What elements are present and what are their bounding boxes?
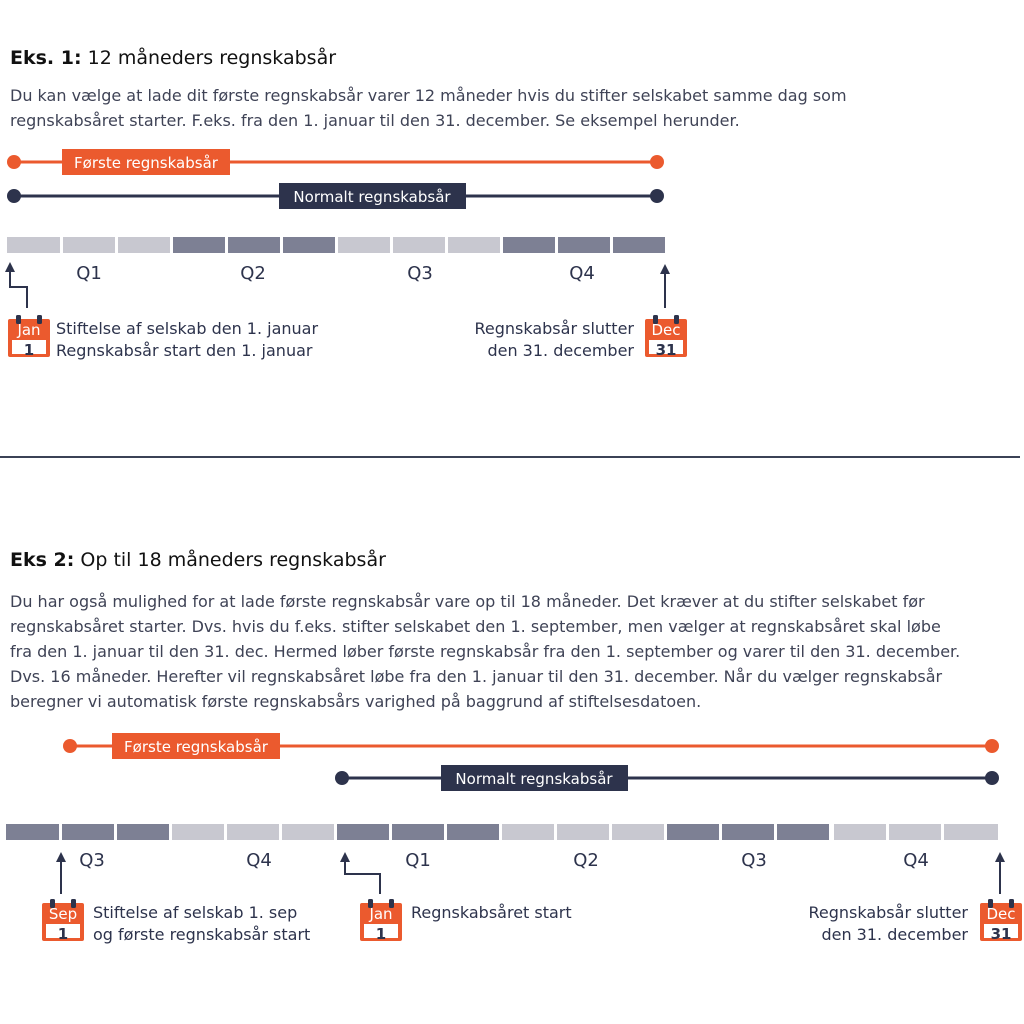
ex1-start-note: Stiftelse af selskab den 1. januar [56,319,318,338]
ex1-cal-end-month: Dec [651,321,680,339]
ex2-quarter-label: Q4 [903,850,929,871]
ex2-calendar-jan-icon: Jan 1 [360,899,402,943]
ex1-calendar-dec-icon: Dec 31 [645,315,687,359]
ex2-normal-fiscal-bar: Normalt regnskabsår [335,765,999,791]
ex1-cal-start-month: Jan [16,321,40,339]
ex2-cal-start-month: Jan [368,905,392,923]
ex2-first-fiscal-bar: Første regnskabsår [63,733,999,759]
ex1-start-note: Regnskabsår start den 1. januar [56,341,313,360]
section-divider [0,456,1020,458]
ex1-month-segments [7,237,665,253]
ex2-line: Du har også mulighed for at lade første … [10,592,925,611]
ex2-line: beregner vi automatisk første regnskabså… [10,692,702,711]
ex2-heading-bold: Eks 2: [10,549,75,571]
ex2-line: Dvs. 16 måneder. Herefter vil regnskabså… [10,667,943,686]
ex2-cal-end-day: 31 [991,925,1012,943]
ex1-quarter-label: Q2 [240,263,266,284]
ex2-founding-note: Stiftelse af selskab 1. sep [93,903,297,922]
ex1-normal-fiscal-label: Normalt regnskabsår [293,188,451,206]
ex2-heading-rest: Op til 18 måneders regnskabsår [74,549,386,571]
ex2-start-note: Regnskabsåret start [411,903,572,922]
ex2-month-segments [6,824,998,840]
ex2-first-fiscal-label: Første regnskabsår [124,738,269,756]
ex2-end-note: den 31. december [821,925,968,944]
ex1-heading: Eks. 1: 12 måneders regnskabsår [10,47,336,69]
ex2-start-arrow-icon [340,852,381,894]
ex1-quarter-label: Q4 [569,263,595,284]
ex1-end-note: Regnskabsår slutter [474,319,634,338]
ex2-cal-end-month: Dec [986,905,1015,923]
ex2-cal-found-month: Sep [49,905,77,923]
ex1-normal-fiscal-bar: Normalt regnskabsår [7,183,664,209]
ex2-line: regnskabsåret starter. Dvs. hvis du f.ek… [10,617,941,636]
ex2-cal-start-day: 1 [376,925,386,943]
ex2-paragraph: Du har også mulighed for at lade første … [10,589,960,714]
ex1-line: regnskabsåret starter. F.eks. fra den 1.… [10,111,740,130]
ex1-end-arrow-icon [660,264,670,308]
ex2-heading: Eks 2: Op til 18 måneders regnskabsår [10,549,386,571]
ex2-quarter-label: Q1 [405,850,431,871]
ex2-founding-note: og første regnskabsår start [93,925,310,944]
ex1-paragraph: Du kan vælge at lade dit første regnskab… [10,83,847,133]
ex1-first-fiscal-bar: Første regnskabsår [7,149,664,175]
ex1-start-arrow-icon [5,262,28,308]
ex2-normal-fiscal-label: Normalt regnskabsår [455,770,613,788]
ex1-first-fiscal-label: Første regnskabsår [74,154,219,172]
ex1-cal-end-day: 31 [656,341,677,359]
ex1-heading-rest: 12 måneders regnskabsår [81,47,337,69]
ex2-calendar-dec-icon: Dec 31 [980,899,1022,943]
ex2-line: fra den 1. januar til den 31. dec. Herme… [10,642,961,661]
ex1-cal-start-day: 1 [24,341,34,359]
ex2-quarter-label: Q4 [246,850,272,871]
ex2-quarter-label: Q3 [79,850,105,871]
ex1-heading-bold: Eks. 1: [10,47,82,69]
ex2-cal-found-day: 1 [58,925,68,943]
ex1-calendar-jan-icon: Jan 1 [8,315,50,359]
ex2-end-arrow-icon [995,852,1005,894]
ex2-founding-arrow-icon [56,852,66,894]
ex1-quarter-label: Q3 [407,263,433,284]
ex2-calendar-sep-icon: Sep 1 [42,899,84,943]
ex2-quarter-label: Q2 [573,850,599,871]
ex1-line: Du kan vælge at lade dit første regnskab… [10,86,847,105]
ex2-end-note: Regnskabsår slutter [808,903,968,922]
ex1-quarter-label: Q1 [76,263,102,284]
ex2-quarter-label: Q3 [741,850,767,871]
ex1-end-note: den 31. december [487,341,634,360]
